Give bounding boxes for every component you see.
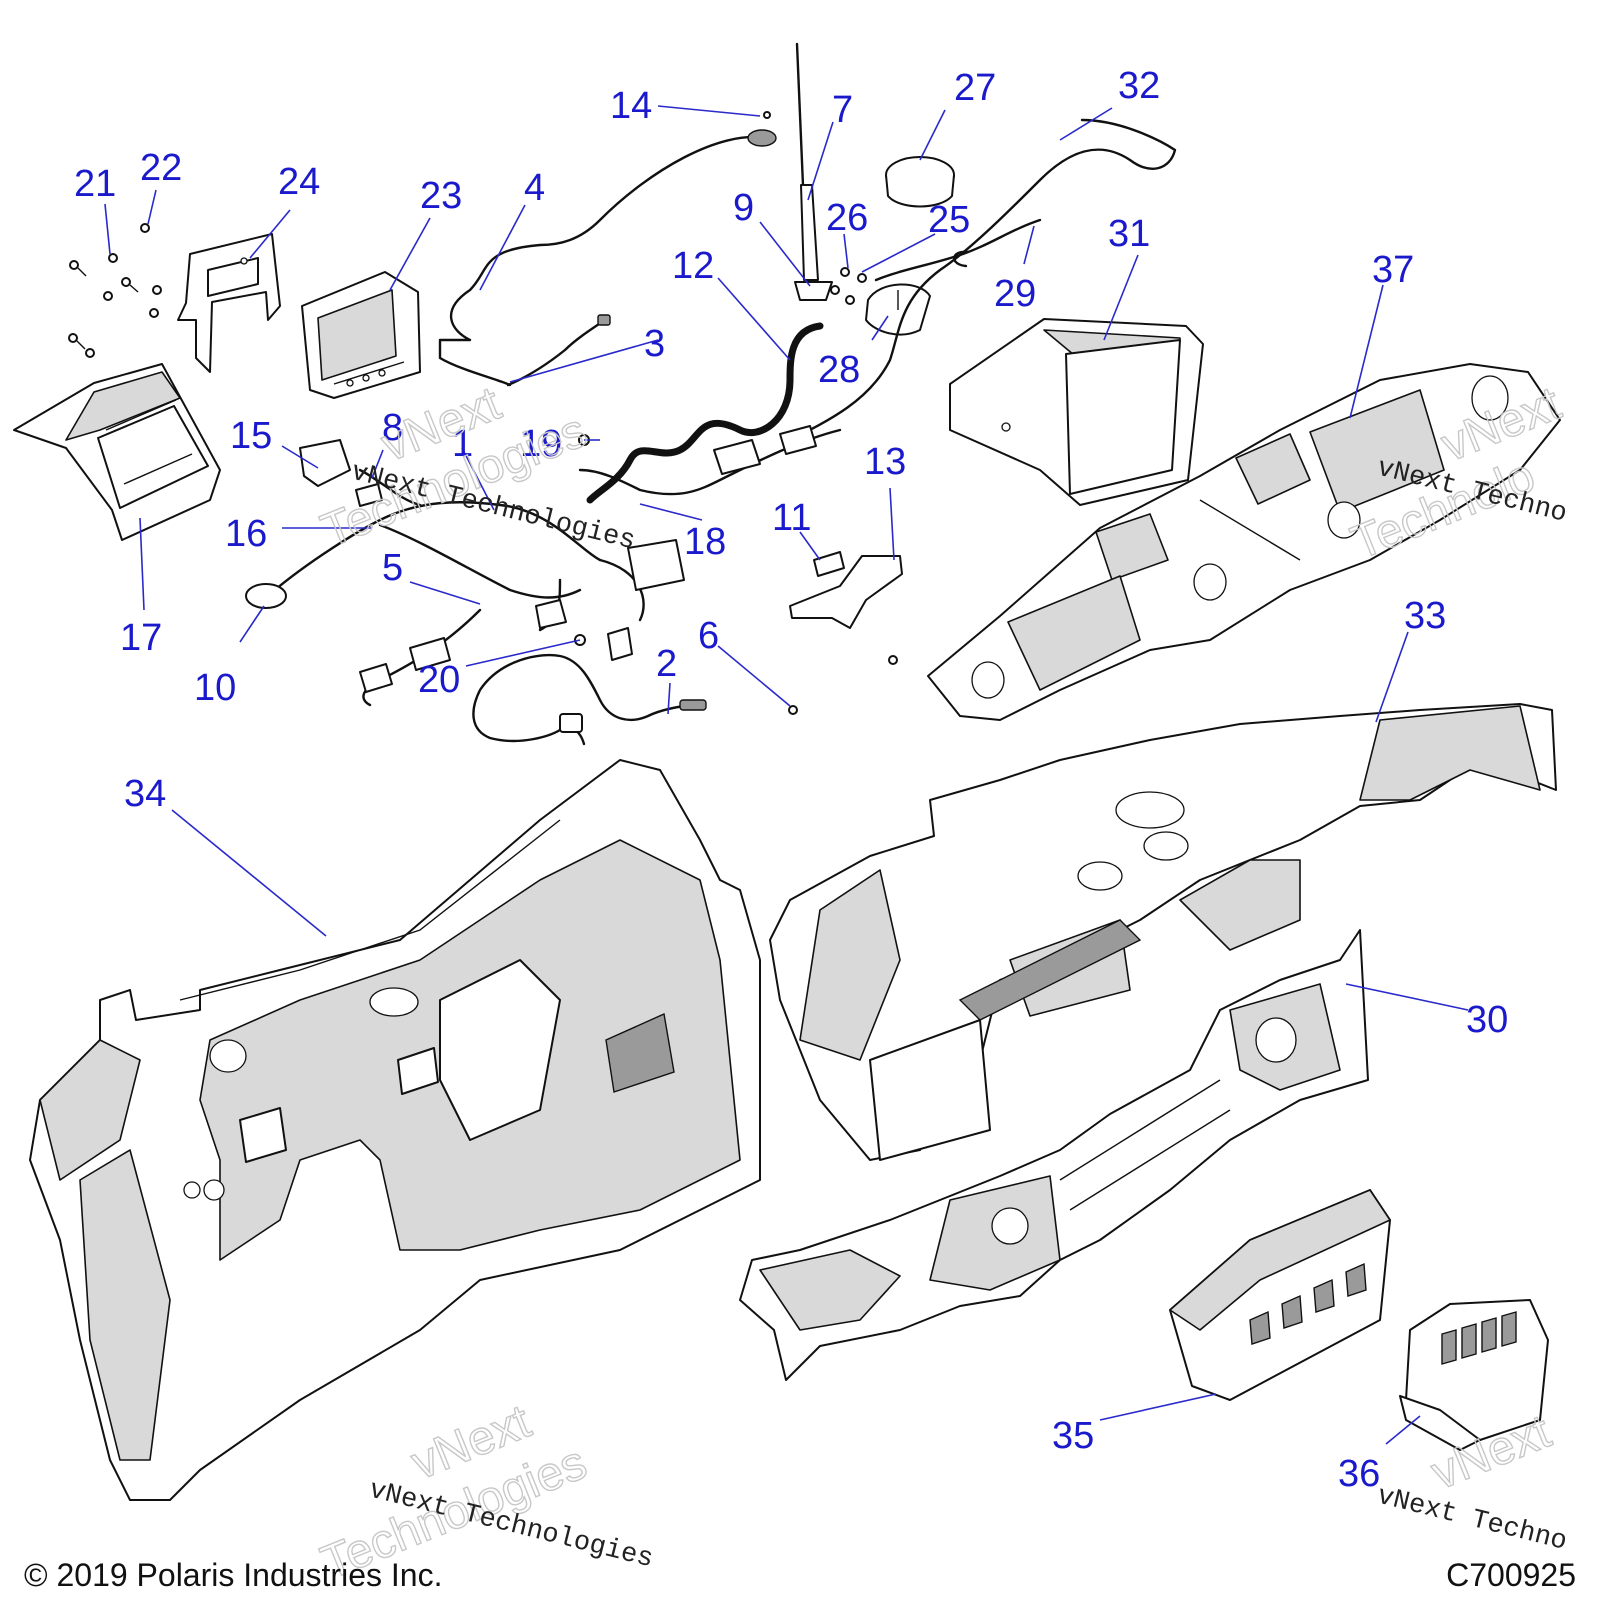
clip-11 — [813, 551, 845, 577]
callout-31: 31 — [1108, 213, 1150, 255]
callout-23: 23 — [420, 175, 462, 217]
callout-8: 8 — [382, 407, 403, 449]
callout-20: 20 — [418, 659, 460, 701]
firewall-panel-34 — [29, 759, 761, 1501]
antenna-7 — [794, 42, 833, 301]
display-housing-17 — [13, 363, 221, 541]
connector-wire-3 — [506, 314, 611, 387]
callout-25: 25 — [928, 199, 970, 241]
cable-12 — [586, 322, 824, 504]
callout-11: 11 — [772, 497, 811, 539]
callout-14: 14 — [610, 85, 652, 127]
callout-37: 37 — [1372, 249, 1414, 291]
cable-32 — [788, 118, 1177, 442]
bracket-13 — [789, 555, 903, 629]
callout-19: 19 — [520, 423, 562, 465]
callout-1: 1 — [452, 423, 473, 465]
callout-9: 9 — [733, 187, 754, 229]
leader-lines — [104, 105, 1469, 1445]
callout-3: 3 — [644, 323, 665, 365]
switch-panel-36 — [1399, 1299, 1549, 1451]
callout-29: 29 — [994, 273, 1036, 315]
lower-dash-33 — [769, 703, 1557, 1161]
callout-35: 35 — [1052, 1415, 1094, 1457]
screw-set-21-22 — [68, 223, 162, 358]
callout-32: 32 — [1118, 65, 1160, 107]
callout-6: 6 — [698, 615, 719, 657]
callout-34: 34 — [124, 773, 166, 815]
callout-30: 30 — [1466, 999, 1508, 1041]
callout-26: 26 — [826, 197, 868, 239]
callout-28: 28 — [818, 349, 860, 391]
callout-17: 17 — [120, 617, 162, 659]
harness-2 — [472, 653, 707, 746]
callout-4: 4 — [524, 167, 545, 209]
callout-18: 18 — [684, 521, 726, 563]
callout-33: 33 — [1404, 595, 1446, 637]
main-harness-1 — [268, 425, 842, 707]
callout-15: 15 — [230, 415, 272, 457]
callout-27: 27 — [954, 67, 996, 109]
storage-tray-35 — [1169, 1189, 1391, 1401]
callout-numbers: 1 2 3 4 5 6 7 8 9 10 11 12 13 14 15 16 1… — [74, 65, 1508, 1495]
callout-24: 24 — [278, 161, 320, 203]
callout-2: 2 — [656, 643, 677, 685]
callout-7: 7 — [832, 89, 853, 131]
callout-12: 12 — [672, 245, 714, 287]
sensor-10 — [245, 583, 287, 609]
callout-16: 16 — [225, 513, 267, 555]
callout-10: 10 — [194, 667, 236, 709]
upper-dash-37 — [927, 363, 1561, 721]
storage-box-31 — [949, 318, 1204, 506]
wire-harness-4 — [438, 111, 777, 387]
sensor-puck-27 — [885, 156, 955, 208]
callout-5: 5 — [382, 547, 403, 589]
display-unit-23 — [301, 271, 421, 399]
hardware-25-26 — [830, 267, 867, 305]
screw-6 — [788, 655, 898, 715]
mount-bracket-24 — [177, 233, 281, 373]
callout-21: 21 — [74, 163, 116, 205]
callout-13: 13 — [864, 441, 906, 483]
callout-36: 36 — [1338, 1453, 1380, 1495]
watermark-bottom-right: vNext Techno — [1374, 1482, 1570, 1558]
drawing-id: C700925 — [1446, 1557, 1576, 1593]
copyright-text: © 2019 Polaris Industries Inc. — [24, 1557, 442, 1593]
center-brace-30 — [739, 929, 1369, 1381]
callout-22: 22 — [140, 147, 182, 189]
speaker-28 — [865, 283, 931, 336]
